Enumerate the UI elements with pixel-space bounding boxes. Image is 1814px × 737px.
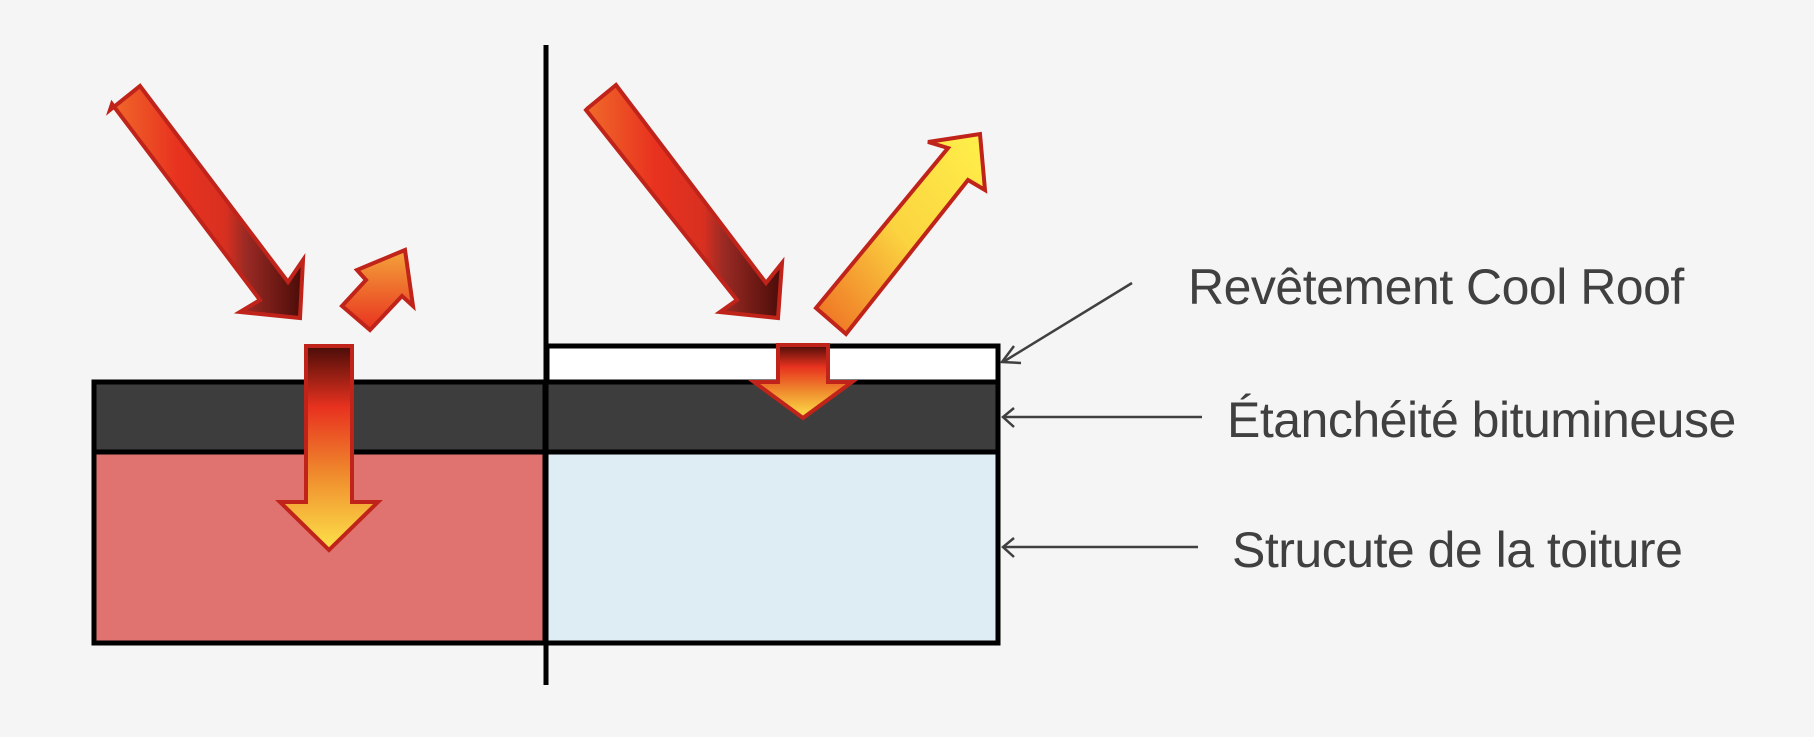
incoming-radiation-arrow-right: [583, 82, 785, 321]
label-roof-structure: Strucute de la toiture: [1232, 522, 1683, 578]
label-cool-roof-coating: Revêtement Cool Roof: [1188, 259, 1684, 315]
incoming-radiation-arrow-left: [105, 83, 306, 321]
reflected-radiation-arrow-small: [339, 247, 416, 333]
structure-layer-cool: [545, 452, 1000, 643]
label-waterproofing: Étanchéité bitumineuse: [1227, 392, 1736, 448]
leader-structure: [1001, 537, 1198, 558]
reflected-radiation-arrow-large: [813, 131, 988, 337]
leader-waterproofing: [1001, 407, 1202, 428]
absorbed-heat-arrow-left: [275, 344, 383, 553]
absorbed-heat-arrow-right: [747, 343, 859, 421]
leader-coating: [999, 281, 1133, 365]
cool-roof-coating-layer: [544, 343, 1001, 385]
